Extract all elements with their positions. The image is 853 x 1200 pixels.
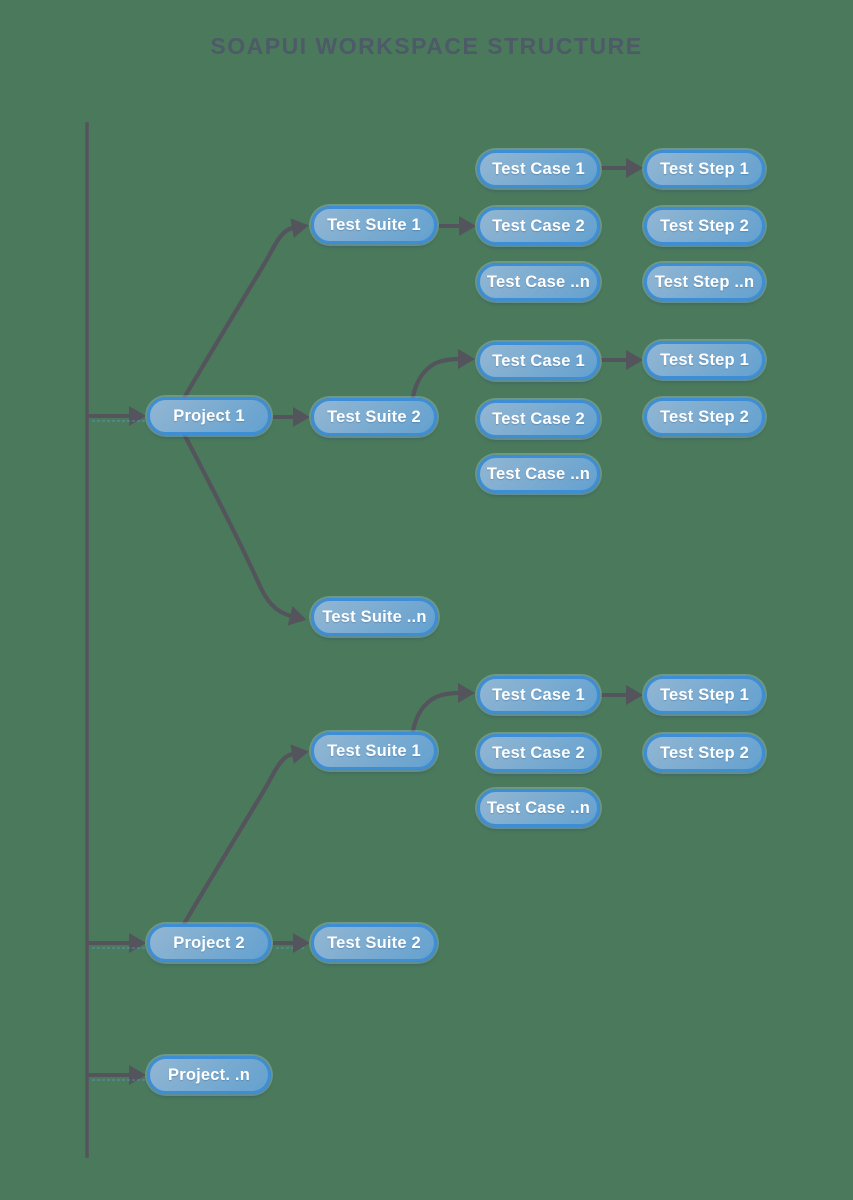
connector-suite2a-caseb1 — [410, 349, 475, 400]
node-test-step-a1: Test Step 1 — [644, 150, 765, 188]
node-test-step-c1: Test Step 1 — [644, 676, 765, 714]
node-project-2: Project 2 — [147, 924, 271, 962]
node-test-case-a2: Test Case 2 — [477, 207, 600, 245]
node-test-suite-1a: Test Suite 1 — [311, 206, 437, 244]
node-test-case-bn: Test Case ..n — [477, 455, 600, 493]
node-test-suite-2b: Test Suite 2 — [311, 924, 437, 962]
node-test-step-a2: Test Step 2 — [644, 207, 765, 245]
node-project-1: Project 1 — [147, 397, 271, 435]
node-test-suite-n: Test Suite ..n — [311, 598, 438, 636]
node-test-case-an: Test Case ..n — [477, 263, 600, 301]
node-test-step-b1: Test Step 1 — [644, 341, 765, 379]
node-test-suite-2a: Test Suite 2 — [311, 398, 437, 436]
connector-project2-suite1b — [181, 744, 309, 927]
node-test-case-b2: Test Case 2 — [477, 400, 600, 438]
connector-project1-suite1 — [181, 218, 309, 401]
node-test-step-c2: Test Step 2 — [644, 734, 765, 772]
node-test-case-cn: Test Case ..n — [477, 789, 600, 827]
node-test-step-b2: Test Step 2 — [644, 398, 765, 436]
diagram-title: SOAPUI WORKSPACE STRUCTURE — [210, 33, 643, 59]
node-test-case-b1: Test Case 1 — [477, 342, 600, 380]
node-test-case-c1: Test Case 1 — [477, 676, 600, 714]
connector-project1-suiten — [181, 431, 307, 626]
node-test-case-a1: Test Case 1 — [477, 150, 600, 188]
connector-suite1b-casec1 — [410, 683, 475, 734]
node-project-n: Project. .n — [147, 1056, 271, 1094]
node-test-case-c2: Test Case 2 — [477, 734, 600, 772]
node-test-suite-1b: Test Suite 1 — [311, 732, 437, 770]
node-test-step-an: Test Step ..n — [644, 263, 765, 301]
